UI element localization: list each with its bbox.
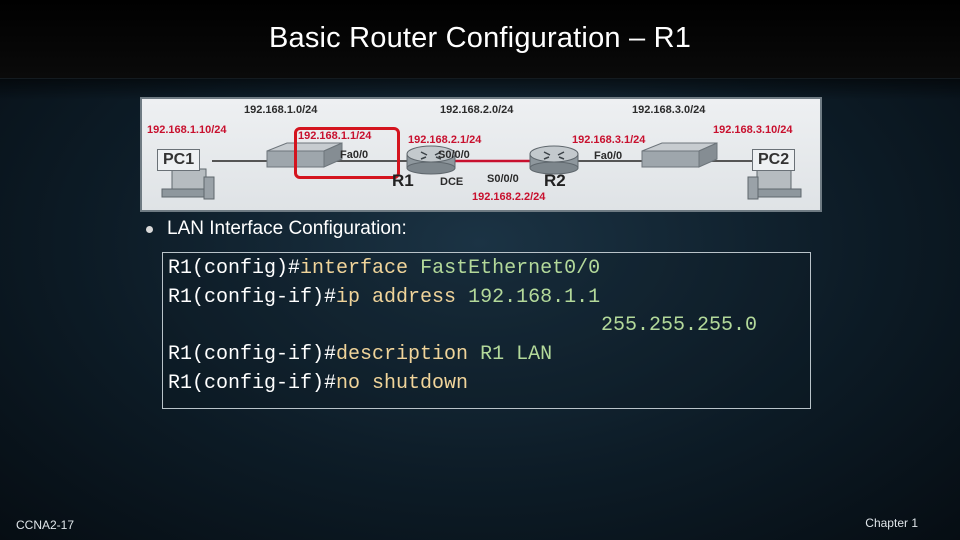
pc1-label: PC1 [157,149,201,171]
code-argument: 192.168.1.1 [468,286,601,309]
switch-2-icon [641,142,718,168]
code-line-3: 255.255.255.0 [601,314,757,338]
r2-label: R2 [544,171,566,190]
code-prompt: R1(config-if)# [168,343,337,366]
r2-fa-if-label: Fa0/0 [594,150,623,162]
r1-fa-if-label: Fa0/0 [340,149,369,161]
slide-title: Basic Router Configuration – R1 [268,22,692,54]
title-shadow [0,78,960,100]
code-prompt: R1(config-if)# [168,372,337,395]
r1-serial-if-label: S0/0/0 [438,149,470,161]
r2-fa-ip-label: 192.168.3.1/24 [572,134,646,146]
pc2-label: PC2 [752,149,796,171]
fa00-highlight-box [294,127,400,179]
bullet-text: LAN Interface Configuration: [167,218,407,239]
code-line-1: R1(config)#interface FastEthernet0/0 [168,257,600,281]
network-1-label: 192.168.1.0/24 [244,104,318,116]
code-argument: 255.255.255.0 [601,314,758,337]
code-line-2: R1(config-if)#ip address 192.168.1.1 [168,286,600,310]
pc2-ip-label: 192.168.3.10/24 [713,124,793,136]
r1-label: R1 [392,171,414,190]
code-argument: FastEthernet0/0 [420,257,601,280]
footer-chapter: Chapter 1 [865,516,918,530]
pc2-icon [747,168,802,200]
r1-serial-ip-label: 192.168.2.1/24 [408,134,482,146]
bullet-icon [146,226,153,233]
code-line-4: R1(config-if)#description R1 LAN [168,343,552,367]
code-command: no shutdown [336,372,469,395]
footer-course-code: CCNA2-17 [16,518,75,532]
r2-serial-if-label: S0/0/0 [487,173,519,185]
code-line-5: R1(config-if)#no shutdown [168,372,468,396]
diagram-graphics [161,142,802,200]
r1-fa-ip-label: 192.168.1.1/24 [298,130,372,142]
dce-label: DCE [440,176,464,188]
pc1-ip-label: 192.168.1.10/24 [147,124,227,136]
code-command: description [336,343,481,366]
code-argument: R1 LAN [480,343,553,366]
code-prompt: R1(config-if)# [168,286,337,309]
network-3-label: 192.168.3.0/24 [632,104,706,116]
code-command: interface [300,257,421,280]
r2-serial-ip-label: 192.168.2.2/24 [472,191,546,203]
cli-code-box [162,252,811,409]
network-diagram: 192.168.1.0/24 192.168.2.0/24 192.168.3.… [140,97,822,212]
code-prompt: R1(config)# [168,257,301,280]
code-command: ip address [336,286,469,309]
router-r2-icon [529,145,579,175]
pc1-icon [161,168,215,200]
network-2-label: 192.168.2.0/24 [440,104,514,116]
router-r1-icon [406,145,456,175]
